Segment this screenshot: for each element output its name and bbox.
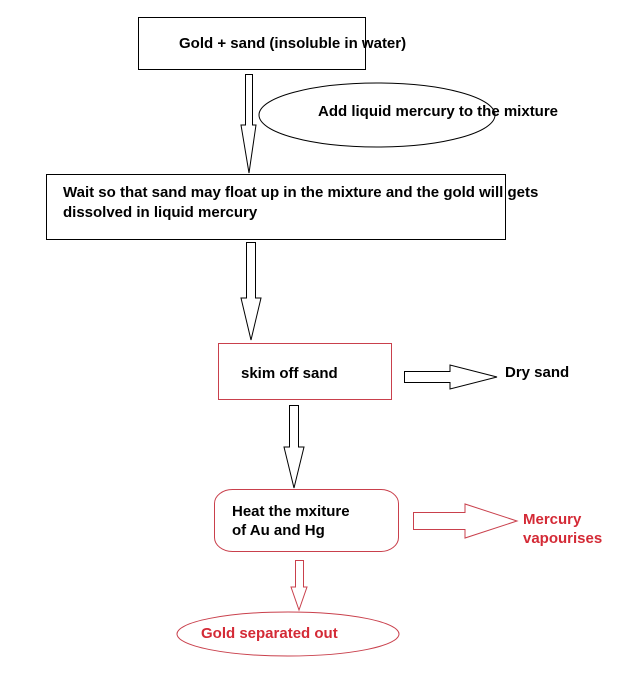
down-arrow-4: [290, 560, 308, 612]
right-arrow-dry-sand: [404, 364, 498, 390]
start-text: Gold + sand (insoluble in water): [179, 35, 406, 52]
mercury-text-line1: Mercury: [523, 511, 582, 528]
heat-box: [214, 489, 399, 552]
down-arrow-2: [240, 242, 262, 341]
add-mercury-ellipse: [258, 82, 496, 148]
skim-text: skim off sand: [241, 365, 338, 382]
add-mercury-text: Add liquid mercury to the mixture: [318, 103, 558, 120]
skim-box: [218, 343, 392, 400]
wait-box: [46, 174, 506, 240]
mercury-text-line2: vapourises: [523, 530, 602, 547]
right-arrow-mercury: [413, 503, 519, 539]
heat-text-line1: Heat the mxiture: [232, 503, 350, 520]
dry-sand-text: Dry sand: [505, 364, 569, 381]
gold-out-ellipse: [176, 611, 400, 657]
down-arrow-3: [283, 405, 305, 489]
start-box: [138, 17, 366, 70]
wait-text-line2: dissolved in liquid mercury: [63, 204, 258, 221]
gold-out-text: Gold separated out: [201, 625, 338, 642]
heat-text-line2: of Au and Hg: [232, 522, 325, 539]
down-arrow-1: [240, 74, 257, 174]
wait-text-line1: Wait so that sand may float up in the mi…: [63, 184, 538, 201]
